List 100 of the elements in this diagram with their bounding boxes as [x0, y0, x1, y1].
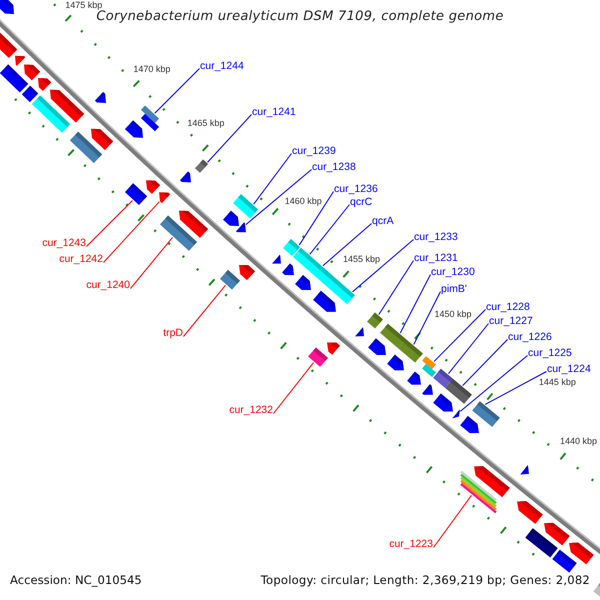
gene-feature-bar — [460, 470, 497, 514]
gene-feature-bar — [552, 550, 577, 573]
gene-feature-bar — [422, 356, 436, 377]
leader-line — [183, 284, 226, 337]
gene-feature-bar — [308, 347, 328, 367]
pointed-gene-feature — [179, 210, 208, 238]
scale-label: 1465 kbp — [187, 118, 224, 128]
gene-label: cur_1240 — [86, 279, 130, 291]
gene-label: cur_1244 — [200, 60, 244, 72]
gene-feature-bar — [472, 401, 500, 427]
pointed-gene-feature — [38, 78, 52, 92]
leader-line — [433, 309, 486, 362]
pointed-gene-feature — [124, 120, 143, 138]
leader-line — [130, 236, 174, 289]
leader-line — [103, 201, 160, 263]
pointed-gene-feature — [452, 409, 460, 419]
gene-label: cur_1238 — [312, 161, 356, 173]
leader-line — [413, 291, 441, 345]
gene-label: cur_1239 — [292, 145, 336, 157]
gene-label: cur_1232 — [229, 404, 273, 416]
gene-label: cur_1226 — [508, 331, 552, 343]
leader-line — [298, 191, 334, 246]
pointed-gene-feature — [327, 342, 340, 355]
pointed-gene-feature — [146, 180, 160, 194]
pointed-gene-feature — [180, 171, 191, 182]
pointed-gene-feature — [24, 64, 40, 80]
pointed-gene-feature — [569, 542, 594, 564]
leader-line — [273, 362, 314, 414]
gene-feature-bar — [283, 239, 300, 256]
gene-feature-bar — [140, 105, 160, 132]
gene-label: cur_1225 — [528, 347, 572, 359]
pointed-gene-feature — [272, 254, 281, 264]
pointed-gene-feature — [91, 128, 114, 150]
pointed-gene-feature — [422, 384, 433, 395]
scale-label: 1445 kbp — [538, 376, 576, 387]
accession-label: Accession: NC_010545 — [10, 573, 142, 587]
pointed-gene-feature — [15, 56, 26, 66]
leader-line — [253, 153, 292, 205]
pointed-gene-feature — [282, 264, 294, 276]
genome-stats-label: Topology: circular; Length: 2,369,219 bp; Genes: 2,082 — [260, 573, 590, 587]
scale-label: 1450 kbp — [434, 308, 472, 319]
scale-label: 1440 kbp — [560, 436, 598, 446]
leader-line — [86, 200, 134, 247]
gene-label: cur_1227 — [489, 315, 533, 327]
pointed-gene-feature — [517, 501, 543, 524]
leader-line — [309, 204, 350, 255]
leader-line — [378, 260, 414, 316]
pointed-gene-feature — [295, 275, 311, 290]
pointed-gene-feature — [433, 394, 453, 412]
pointed-gene-feature — [355, 327, 364, 336]
pointed-gene-feature — [544, 522, 570, 546]
pointed-gene-feature — [387, 354, 404, 370]
pointed-gene-feature — [407, 372, 421, 385]
gene-label: cur_1236 — [334, 183, 378, 195]
gene-feature-bar — [220, 270, 240, 290]
leader-line — [400, 274, 431, 334]
pointed-gene-feature — [94, 92, 106, 103]
gene-label: qcrA — [372, 215, 394, 227]
leader-line — [462, 339, 508, 386]
pointed-gene-feature — [50, 90, 84, 123]
gene-feature-bar — [232, 194, 258, 218]
gene-label: trpD — [163, 327, 183, 339]
gene-feature-bar — [367, 312, 383, 328]
gene-label: cur_1230 — [431, 266, 475, 278]
pointed-gene-feature — [239, 264, 255, 280]
gene-label: cur_1241 — [252, 106, 296, 118]
leader-line — [245, 169, 312, 226]
leader-line — [448, 323, 489, 374]
gene-feature-bar — [22, 86, 38, 102]
pointed-gene-feature — [474, 466, 510, 498]
scale-label: 1470 kbp — [133, 64, 170, 74]
gene-label: pimB' — [441, 283, 467, 295]
scale-label: 1455 kbp — [342, 254, 380, 264]
gene-label: cur_1233 — [414, 231, 458, 243]
leader-line — [460, 355, 528, 412]
leader-line — [154, 68, 200, 114]
gene-feature-bar — [124, 183, 148, 206]
pointed-gene-feature — [368, 338, 386, 355]
gene-label: cur_1242 — [59, 253, 103, 265]
scale-label: 1460 kbp — [284, 196, 322, 206]
gene-feature-bar — [445, 378, 472, 404]
gene-label: qcrC — [350, 196, 372, 208]
gene-feature-bar — [593, 582, 600, 597]
pointed-gene-feature — [222, 210, 239, 226]
pointed-gene-feature — [313, 290, 336, 312]
pointed-gene-feature — [520, 465, 529, 474]
gene-feature-bar — [398, 339, 423, 363]
gene-label: cur_1243 — [42, 237, 86, 249]
gene-label: cur_1224 — [547, 363, 591, 375]
pointed-gene-feature — [159, 192, 170, 204]
gene-label: cur_1231 — [414, 252, 458, 264]
gene-label: cur_1223 — [389, 538, 433, 550]
pointed-gene-feature — [236, 222, 246, 232]
leader-line — [433, 494, 472, 548]
leader-line — [352, 239, 414, 292]
leader-line — [484, 371, 547, 405]
leader-line — [322, 223, 372, 266]
leader-line — [207, 114, 252, 163]
gene-feature-bar — [380, 324, 406, 348]
pointed-gene-feature — [0, 0, 14, 14]
